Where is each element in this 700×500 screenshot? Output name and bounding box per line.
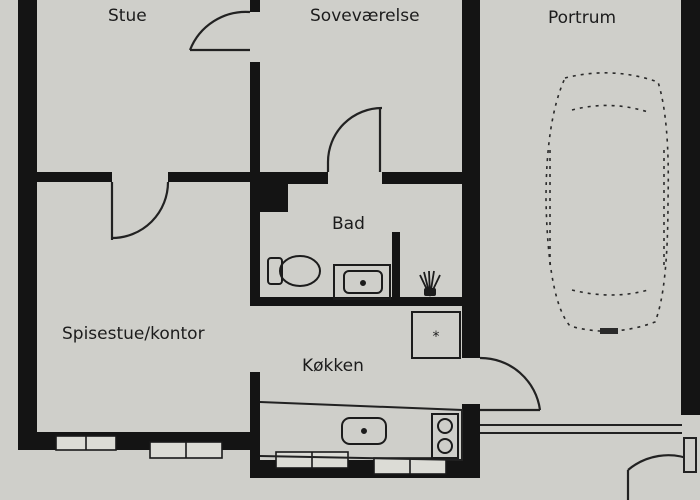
wall-spisestue-kitchen [250, 180, 260, 300]
room-label-kokken: Køkken [302, 356, 364, 376]
car-icon-grille [600, 328, 618, 334]
svg-text:*: * [433, 329, 440, 345]
room-label-portrum: Portrum [548, 8, 617, 28]
door-kitchen [479, 356, 542, 411]
car-icon [545, 72, 670, 332]
sink-icon [341, 417, 387, 445]
shower-icon [419, 270, 441, 297]
room-label-spisestue: Spisestue/kontor [62, 324, 205, 344]
door-spisestue [111, 181, 170, 240]
portrum-lines [480, 424, 697, 473]
wall-bad-bottom [250, 297, 480, 306]
wall-stue-bottom-left [37, 172, 112, 182]
wall-stue-sove-upper [250, 0, 260, 12]
toilet-icon [267, 255, 321, 287]
wall-kitchen-door-jamb [462, 404, 480, 478]
outer-wall-left [18, 0, 37, 450]
room-label-stue: Stue [108, 6, 147, 26]
wall-stue-sove [250, 62, 260, 190]
wall-stue-bottom-right [168, 172, 260, 182]
room-label-sovevaerelse: Soveværelse [310, 6, 420, 26]
room-label-bad: Bad [332, 214, 365, 234]
stove-icon [431, 413, 459, 459]
washbasin-icon [333, 264, 391, 300]
counter-outline [259, 401, 463, 462]
wall-kitchen-left-lower [250, 372, 260, 478]
wall-bad-divider [392, 232, 400, 300]
wall-far-right [681, 0, 700, 415]
washing-machine-icon: * [411, 311, 461, 359]
door-sove [326, 106, 383, 163]
kitchen-counter [259, 401, 463, 462]
doors [110, 10, 693, 500]
door-stue [188, 10, 251, 51]
wall-sove-bottom-right [382, 172, 480, 184]
portrum-post [683, 437, 697, 473]
